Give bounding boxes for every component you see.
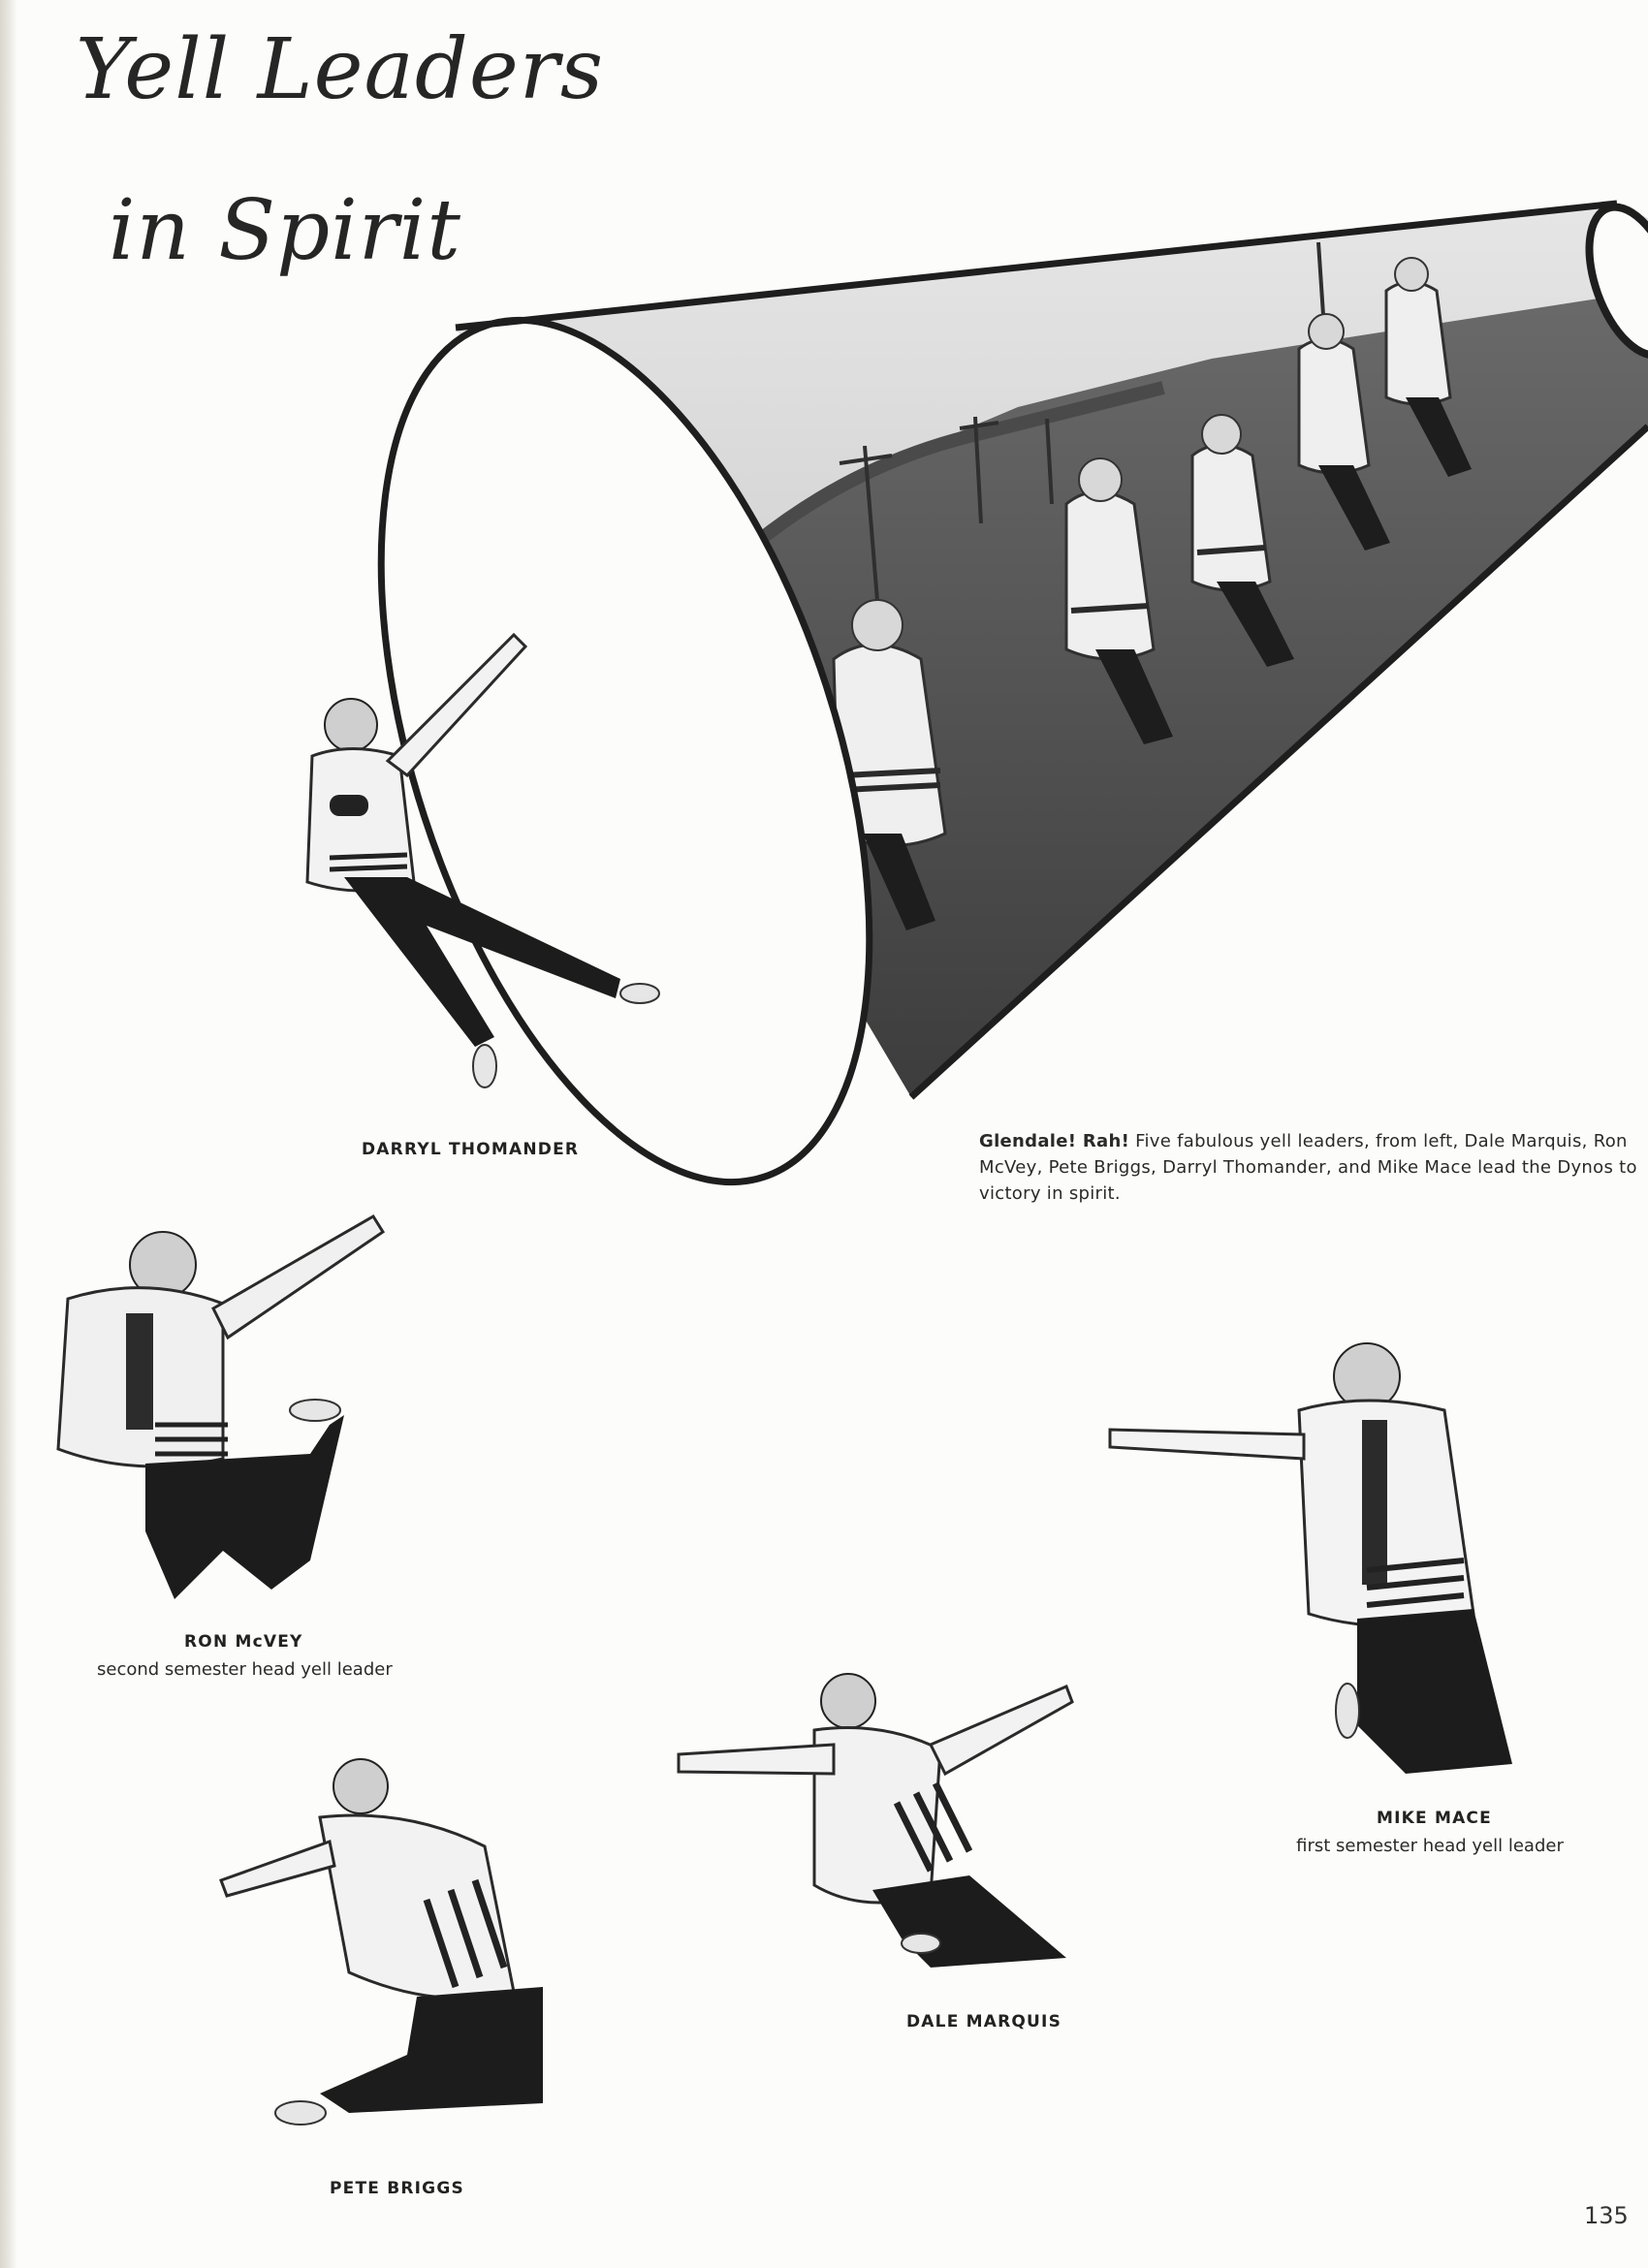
caption-dale-marquis: DALE MARQUIS <box>906 2012 1062 2032</box>
caption-lead: Glendale! Rah! <box>979 1131 1130 1151</box>
photo-darryl-thomander <box>305 632 660 1088</box>
caption-ron-mcvey-role: second semester head yell leader <box>97 1659 393 1680</box>
page-number: 135 <box>1584 2202 1629 2229</box>
photo-pete-briggs <box>219 1758 543 2126</box>
caption-ron-mcvey: RON McVEY <box>184 1632 303 1652</box>
photo-ron-mcvey <box>56 1213 386 1599</box>
page-title-line-1: Yell Leaders <box>76 21 605 118</box>
page-spine-shadow <box>0 0 17 2268</box>
caption-mike-mace: MIKE MACE <box>1377 1809 1492 1828</box>
photo-dale-marquis <box>677 1673 1074 1968</box>
page-title-line-2: in Spirit <box>109 182 461 279</box>
photo-mike-mace <box>1108 1342 1512 1774</box>
caption-darryl-thomander: DARRYL THOMANDER <box>362 1140 580 1159</box>
caption-mike-mace-role: first semester head yell leader <box>1296 1836 1564 1856</box>
group-photo-caption: Glendale! Rah! Five fabulous yell leader… <box>979 1128 1648 1207</box>
caption-pete-briggs: PETE BRIGGS <box>330 2179 464 2198</box>
caption-body: Five fabulous yell leaders, from left, D… <box>979 1131 1637 1204</box>
